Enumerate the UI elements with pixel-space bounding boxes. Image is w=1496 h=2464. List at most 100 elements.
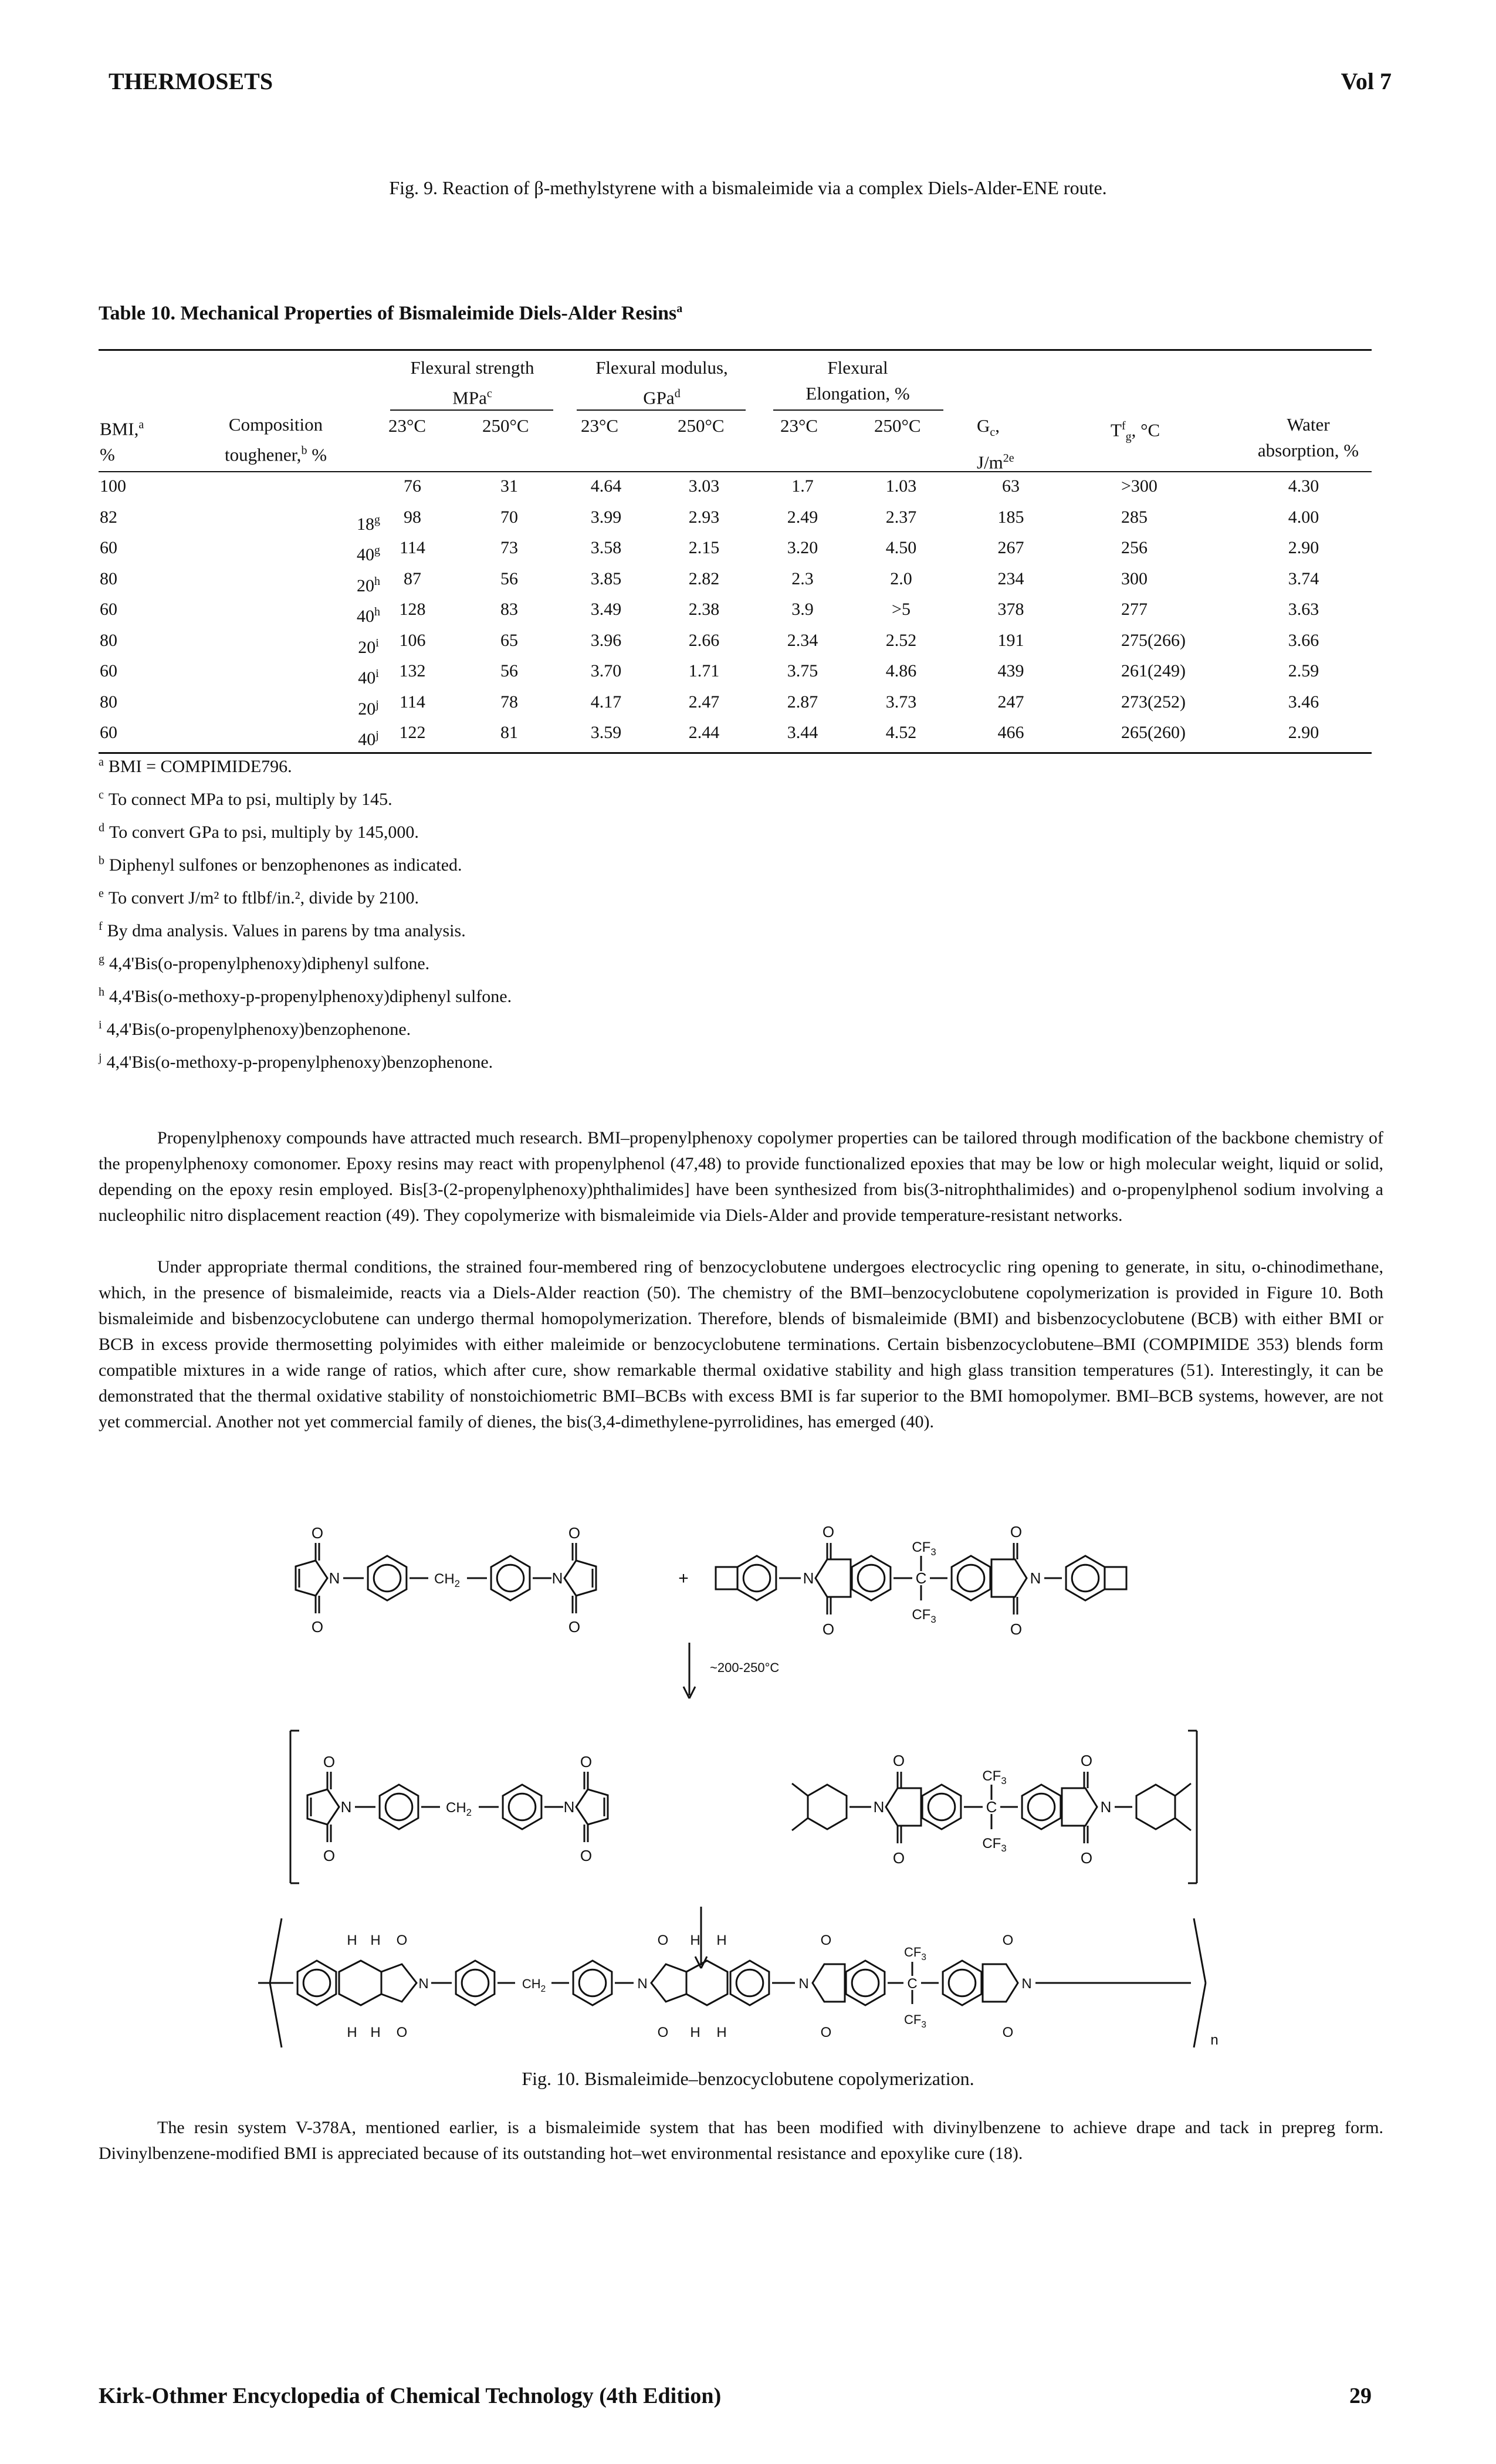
- cell-tg: 300: [1121, 568, 1148, 588]
- cell-fm250: 2.44: [688, 723, 720, 742]
- cell-bmi: 80: [100, 568, 117, 588]
- cell-fs23: 114: [400, 538, 425, 557]
- cell-comp: 40h: [357, 605, 380, 626]
- cell-fe23: 3.9: [791, 600, 814, 619]
- aromatic-circle: [384, 1792, 414, 1822]
- aromatic-circle: [373, 1563, 402, 1593]
- cell-fm250: 2.93: [688, 507, 720, 527]
- atom-label: O: [893, 1752, 905, 1769]
- aromatic-circle: [927, 1792, 956, 1822]
- cell-fm23: 3.96: [590, 630, 622, 650]
- cell-gc: 191: [997, 630, 1024, 650]
- footer-page-number: 29: [1349, 2384, 1372, 2408]
- atom-label: CF3: [912, 1607, 936, 1625]
- cell-fs23: 128: [399, 600, 426, 619]
- cell-fs23: 98: [404, 507, 421, 527]
- atom-label: O: [821, 2025, 832, 2040]
- exo-methylene: [791, 1782, 808, 1797]
- benzene-ring: [851, 1555, 892, 1602]
- atom-label: CH2: [446, 1800, 472, 1818]
- atom-label: C: [986, 1798, 997, 1816]
- arrowhead: [694, 1956, 702, 1969]
- cell-fm250: 3.03: [688, 476, 720, 496]
- benzene-ring: [950, 1555, 991, 1602]
- aromatic-circle: [302, 1968, 331, 1998]
- cell-fs250: 56: [500, 661, 518, 681]
- cell-bmi: 60: [100, 723, 117, 742]
- atom-label: O: [580, 1847, 592, 1864]
- cell-water: 2.59: [1288, 661, 1319, 681]
- fig10-caption: Fig. 10. Bismaleimide–benzocyclobutene c…: [522, 2068, 974, 2089]
- atom-label: O: [397, 2025, 408, 2040]
- cell-water: 4.00: [1288, 507, 1319, 527]
- atom-label: O: [1003, 1932, 1014, 1948]
- maleimide-ring: [295, 1559, 329, 1597]
- atom-label: H: [716, 2025, 726, 2040]
- benzene-ring: [572, 1959, 613, 2006]
- atom-label: O: [1003, 2025, 1014, 2040]
- cell-fm250: 2.82: [688, 568, 720, 588]
- fig9-caption: Fig. 9. Reaction of β-methylstyrene with…: [389, 177, 1107, 198]
- fm-23-header: 23°C: [581, 415, 619, 436]
- benzene-ring: [921, 1783, 962, 1830]
- atom-label: N: [341, 1798, 352, 1816]
- flex-strength-header: Flexural strength MPac: [410, 357, 534, 408]
- water-col-header: Water absorption, %: [1257, 414, 1359, 461]
- cell-fs23: 132: [399, 661, 426, 681]
- paren: [269, 1918, 283, 1984]
- fe-250-header: 250°C: [874, 415, 921, 436]
- cell-fs250: 56: [500, 568, 518, 588]
- aromatic-circle: [851, 1968, 880, 1998]
- paragraph-v378a: The resin system V-378A, mentioned earli…: [99, 2118, 1383, 2163]
- table-top-rule: [99, 349, 1372, 351]
- cell-tg: >300: [1121, 476, 1157, 496]
- maleimide-ring: [563, 1559, 597, 1597]
- footer-publication: Kirk-Othmer Encyclopedia of Chemical Tec…: [99, 2384, 722, 2408]
- cell-water: 3.74: [1288, 568, 1319, 588]
- atom-label: N: [1021, 1976, 1031, 1992]
- cell-fm23: 3.70: [590, 661, 622, 681]
- cell-bmi: 60: [100, 600, 117, 619]
- cell-water: 3.46: [1288, 692, 1319, 712]
- aromatic-circle: [742, 1563, 771, 1593]
- atom-label: O: [823, 1523, 834, 1541]
- cell-water: 2.90: [1288, 538, 1319, 557]
- cell-fe250: >5: [892, 600, 911, 619]
- cell-bmi: 60: [100, 661, 117, 681]
- maleimide-ring: [306, 1788, 340, 1826]
- aromatic-circle: [507, 1792, 537, 1822]
- cell-fs23: 106: [399, 630, 426, 650]
- cell-fm250: 2.47: [688, 692, 720, 712]
- cell-fe23: 2.34: [787, 630, 818, 650]
- atom-label: O: [323, 1753, 335, 1771]
- cell-fs250: 65: [500, 630, 518, 650]
- aromatic-circle: [1027, 1792, 1056, 1822]
- cell-gc: 267: [997, 538, 1024, 557]
- atom-label: H: [690, 2025, 700, 2040]
- atom-label: N: [1101, 1798, 1112, 1816]
- atom-label: n: [1210, 2032, 1218, 2048]
- atom-label: O: [1081, 1849, 1092, 1867]
- cell-tg: 277: [1121, 600, 1148, 619]
- diene-ring: [1135, 1783, 1176, 1830]
- cell-comp: 40g: [357, 544, 380, 564]
- imide-ring: [990, 1558, 1028, 1598]
- atom-label: O: [658, 2025, 669, 2040]
- cell-fs250: 81: [500, 723, 518, 742]
- atom-label: N: [418, 1976, 428, 1992]
- imide-ring: [814, 1558, 852, 1598]
- atom-label: CF3: [982, 1836, 1006, 1854]
- exo-methylene: [791, 1817, 808, 1832]
- cell-fm23: 4.17: [590, 692, 622, 712]
- aromatic-circle: [956, 1563, 986, 1593]
- cell-fm250: 1.71: [688, 661, 720, 681]
- cell-gc: 63: [1002, 476, 1020, 496]
